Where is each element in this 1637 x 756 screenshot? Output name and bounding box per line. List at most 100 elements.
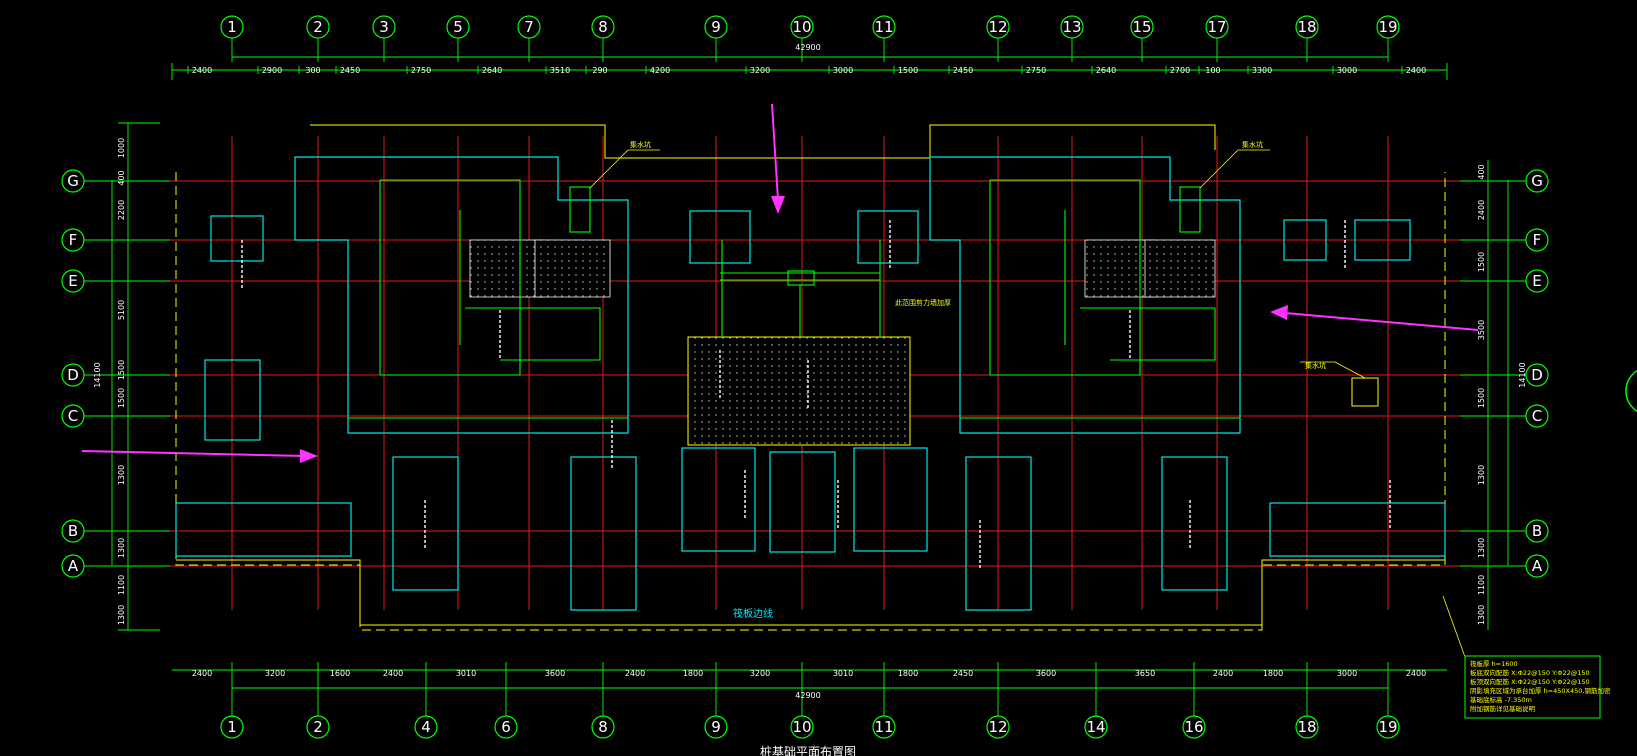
dim-right-6: 1300 bbox=[1477, 538, 1486, 558]
axis-2-bottom: 2 bbox=[306, 715, 330, 739]
note-2: 板底双向配筋 X:Φ22@150 Y:Φ22@150 bbox=[1470, 668, 1590, 677]
dim-bottom-14: 2400 bbox=[1213, 669, 1233, 678]
dim-right-4: 1500 bbox=[1477, 388, 1486, 408]
dim-right-5: 1300 bbox=[1477, 465, 1486, 485]
pile-cap-2 bbox=[175, 502, 352, 557]
svg-text:11: 11 bbox=[874, 18, 893, 36]
pile-cap-6 bbox=[769, 451, 836, 553]
pile-cap-3 bbox=[392, 456, 459, 591]
left-core-cap bbox=[294, 156, 629, 434]
note-6: 附加钢筋详见基础说明 bbox=[1470, 704, 1536, 713]
drawing-title: 桩基础平面布置图 bbox=[760, 744, 856, 756]
dim-bottom-5: 3600 bbox=[545, 669, 565, 678]
right-core-cap bbox=[929, 156, 1241, 434]
note-5: 基础底标高 -7.350m bbox=[1470, 695, 1532, 704]
svg-text:19: 19 bbox=[1378, 18, 1397, 36]
pile-cap-9 bbox=[1161, 456, 1228, 591]
dim-left-3: 5100 bbox=[117, 300, 126, 320]
axis-E-left: E bbox=[61, 269, 85, 293]
wall-note-label: 此范围剪力墙加厚 bbox=[895, 298, 951, 307]
axis-9-top: 9 bbox=[704, 15, 728, 39]
dim-bottom-8: 3200 bbox=[750, 669, 770, 678]
pile-cap-14 bbox=[857, 210, 919, 264]
pile-cap-11 bbox=[1283, 219, 1327, 261]
axis-B-left: B bbox=[61, 519, 85, 543]
svg-text:18: 18 bbox=[1297, 718, 1316, 736]
pile-cap-10 bbox=[1269, 502, 1446, 557]
svg-text:E: E bbox=[68, 272, 77, 290]
dim-top-9: 3200 bbox=[750, 66, 770, 75]
svg-text:2: 2 bbox=[313, 18, 323, 36]
dim-left-9: 1300 bbox=[117, 605, 126, 625]
axis-1-bottom: 1 bbox=[220, 715, 244, 739]
dim-right-2: 1500 bbox=[1477, 252, 1486, 272]
note-4: 阴影填充区域为承台加厚 h=450X450,钢筋加密 bbox=[1470, 686, 1611, 695]
axis-18-bottom: 18 bbox=[1295, 715, 1319, 739]
dim-bottom-9: 3010 bbox=[833, 669, 853, 678]
axis-11-top: 11 bbox=[872, 15, 896, 39]
dim-bottom-1: 3200 bbox=[265, 669, 285, 678]
svg-text:9: 9 bbox=[711, 18, 721, 36]
svg-text:15: 15 bbox=[1132, 18, 1151, 36]
axis-8-bottom: 8 bbox=[591, 715, 615, 739]
cut-off-marker-icon bbox=[1625, 369, 1637, 413]
dim-top-2: 300 bbox=[305, 66, 320, 75]
svg-text:16: 16 bbox=[1184, 718, 1203, 736]
svg-text:B: B bbox=[68, 522, 78, 540]
dim-left-0: 1000 bbox=[117, 138, 126, 158]
pit-label-left: 集水坑 bbox=[630, 140, 651, 149]
svg-text:17: 17 bbox=[1207, 18, 1226, 36]
svg-text:13: 13 bbox=[1062, 18, 1081, 36]
dim-bottom-0: 2400 bbox=[192, 669, 212, 678]
annotation-arrows bbox=[81, 103, 1479, 463]
svg-text:11: 11 bbox=[874, 718, 893, 736]
svg-text:1: 1 bbox=[227, 18, 237, 36]
dim-left-7: 1300 bbox=[117, 538, 126, 558]
svg-text:E: E bbox=[1532, 272, 1541, 290]
dim-bottom-6: 2400 bbox=[625, 669, 645, 678]
svg-text:10: 10 bbox=[792, 18, 811, 36]
dim-top-15: 2700 bbox=[1170, 66, 1190, 75]
dim-left-8: 1100 bbox=[117, 575, 126, 595]
axis-2-top: 2 bbox=[306, 15, 330, 39]
axis-C-left: C bbox=[61, 404, 85, 428]
rebar-lines bbox=[241, 220, 1391, 570]
svg-text:F: F bbox=[69, 231, 78, 249]
dim-bottom-16: 3000 bbox=[1337, 669, 1357, 678]
svg-text:6: 6 bbox=[501, 718, 511, 736]
axis-4-bottom: 4 bbox=[414, 715, 438, 739]
dim-right-7: 1100 bbox=[1477, 575, 1486, 595]
dim-top-13: 2750 bbox=[1026, 66, 1046, 75]
svg-text:G: G bbox=[67, 172, 79, 190]
pile-cap-0 bbox=[210, 215, 264, 262]
svg-text:14: 14 bbox=[1086, 718, 1105, 736]
axis-19-bottom: 19 bbox=[1376, 715, 1400, 739]
note-1: 筏板厚 h=1600 bbox=[1470, 659, 1518, 668]
axis-14-bottom: 14 bbox=[1084, 715, 1108, 739]
svg-text:A: A bbox=[1532, 557, 1543, 575]
dim-left-5: 1500 bbox=[117, 388, 126, 408]
dim-top-7: 290 bbox=[592, 66, 607, 75]
dim-top-4: 2750 bbox=[411, 66, 431, 75]
axis-1-top: 1 bbox=[220, 15, 244, 39]
pile-cap-5 bbox=[681, 447, 756, 552]
dim-bottom-3: 2400 bbox=[383, 669, 403, 678]
axis-E-right: E bbox=[1525, 269, 1549, 293]
axis-B-right: B bbox=[1525, 519, 1549, 543]
dim-top-6: 3510 bbox=[550, 66, 570, 75]
dim-top-0: 2400 bbox=[192, 66, 212, 75]
axis-12-bottom: 12 bbox=[986, 715, 1010, 739]
svg-text:12: 12 bbox=[988, 718, 1007, 736]
dim-top-18: 3000 bbox=[1337, 66, 1357, 75]
axis-A-left: A bbox=[61, 554, 85, 578]
axis-19-top: 19 bbox=[1376, 15, 1400, 39]
axis-16-bottom: 16 bbox=[1182, 715, 1206, 739]
dimension-frame bbox=[111, 56, 1509, 689]
dim-bottom-7: 1800 bbox=[683, 669, 703, 678]
axis-6-bottom: 6 bbox=[494, 715, 518, 739]
dim-left-2: 2200 bbox=[117, 200, 126, 220]
